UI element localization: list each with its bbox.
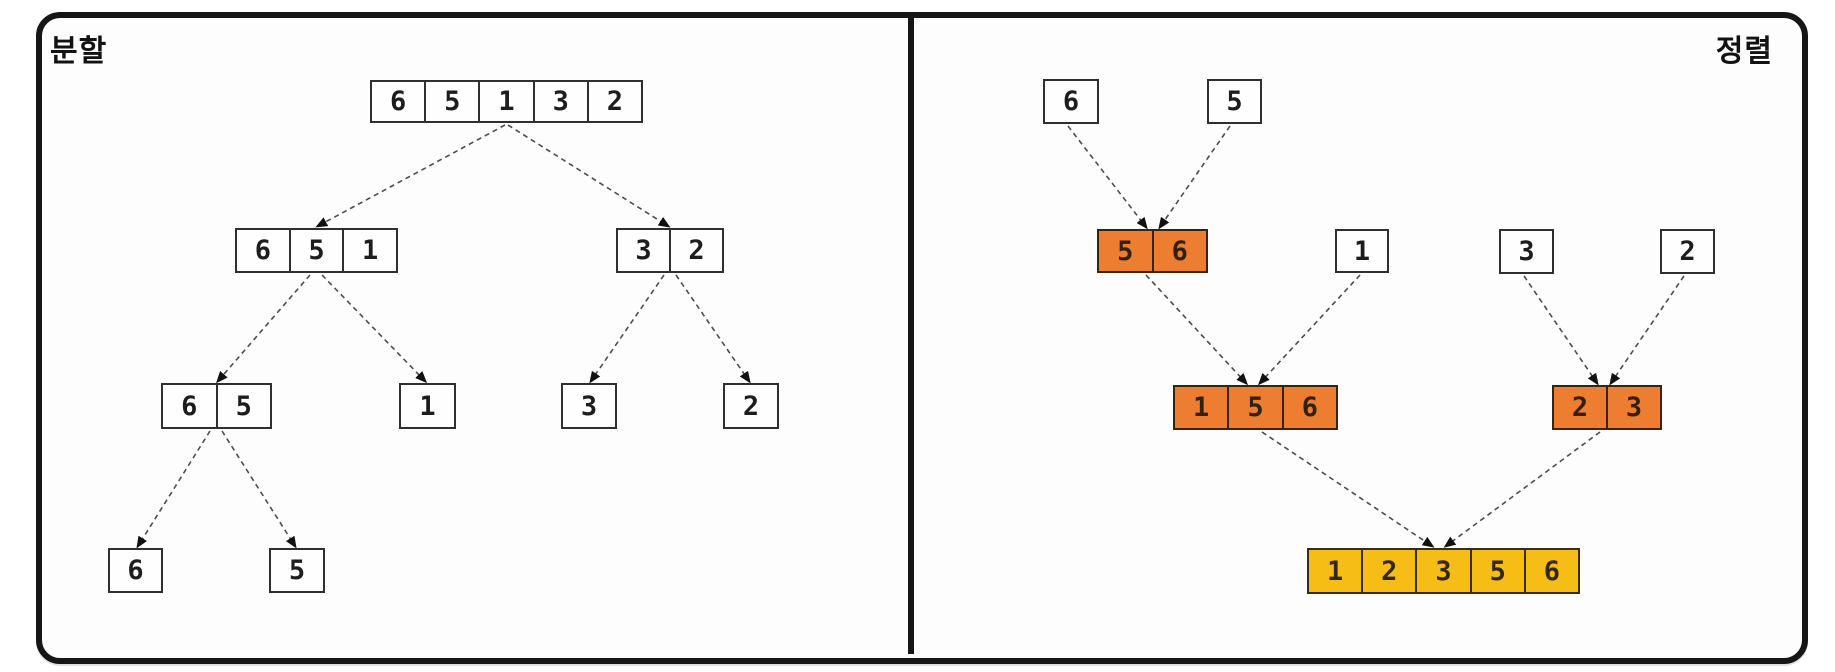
array-cell: 5	[1469, 548, 1526, 594]
left-panel-title: 분할	[50, 35, 108, 68]
array-cell: 6	[1523, 548, 1581, 594]
array-cell: 3	[561, 383, 617, 429]
array-cell: 5	[288, 228, 345, 273]
array-cell: 5	[424, 80, 481, 123]
array-cell: 6	[1281, 385, 1338, 430]
array-cell: 2	[1552, 385, 1608, 430]
array-cell: 6	[235, 228, 291, 273]
array-cell: 2	[1361, 548, 1418, 594]
array-cell: 2	[723, 383, 779, 429]
array-box-split-6: 6	[108, 548, 163, 593]
array-cell: 3	[532, 80, 589, 123]
array-cell: 5	[215, 383, 272, 429]
array-cell: 6	[161, 383, 218, 429]
array-box-split-3: 3	[561, 383, 617, 429]
array-cell: 2	[586, 80, 644, 123]
array-cell: 6	[1151, 229, 1208, 273]
array-cell: 3	[1415, 548, 1472, 594]
array-cell: 6	[1043, 79, 1099, 124]
array-cell: 6	[370, 80, 427, 123]
array-cell: 3	[1499, 229, 1554, 274]
array-cell: 1	[399, 383, 456, 429]
array-box-merge-1: 1	[1335, 229, 1389, 273]
array-cell: 1	[478, 80, 535, 123]
right-panel-title: 정렬	[1715, 35, 1773, 68]
array-cell: 1	[1173, 385, 1230, 430]
array-cell: 6	[108, 548, 163, 593]
array-cell: 5	[1097, 229, 1154, 273]
array-cell: 1	[1335, 229, 1389, 273]
array-box-split-1: 1	[399, 383, 456, 429]
array-box-merge-3: 3	[1499, 229, 1554, 274]
array-box-merge-2: 2	[1660, 229, 1715, 274]
array-cell: 5	[1227, 385, 1284, 430]
array-cell: 5	[269, 548, 325, 593]
array-cell: 1	[1307, 548, 1364, 594]
array-cell: 3	[616, 228, 671, 273]
array-cell: 2	[669, 228, 724, 273]
array-box-split-5: 5	[269, 548, 325, 593]
array-cell: 5	[1207, 79, 1262, 124]
array-cell: 2	[1660, 229, 1715, 274]
array-cell: 3	[1606, 385, 1662, 430]
array-box-split-2: 2	[723, 383, 779, 429]
panel-divider-line	[908, 16, 914, 654]
array-box-merge-6: 6	[1043, 79, 1099, 124]
array-box-merge-5: 5	[1207, 79, 1262, 124]
array-cell: 1	[342, 228, 399, 273]
